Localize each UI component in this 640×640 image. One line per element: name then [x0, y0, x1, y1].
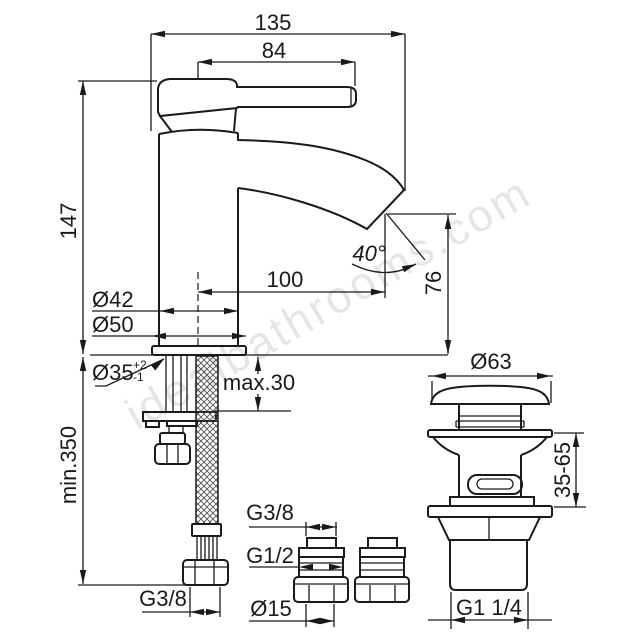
dim-hose-min-length: min.350: [56, 426, 81, 504]
dim-body-diameter: Ø42: [92, 287, 134, 312]
dim-hole-tol-plus: +2: [133, 358, 147, 372]
waste-thread-body: [449, 540, 528, 591]
dim-hole-diameter: Ø35: [92, 360, 134, 385]
faucet-front-view: [151, 78, 406, 356]
mounting-and-hose: [142, 355, 229, 586]
braided-hose: [195, 355, 219, 525]
base-plate: [151, 345, 247, 356]
pop-up-waste: [427, 384, 553, 591]
dimension-labels: 135 84 147 min.350 100 40° 76 Ø42 Ø50 Ø3…: [56, 10, 575, 621]
dim-hose-nut-thread: G3/8: [139, 586, 187, 611]
waste-upper-flange: [427, 429, 553, 438]
overflow-slot: [467, 474, 523, 495]
dim-fitting-top-thread: G3/8: [246, 500, 294, 525]
hose-nut: [182, 559, 229, 586]
dim-base-diameter: Ø50: [92, 312, 134, 337]
waste-cap: [429, 384, 551, 405]
mixer-head-and-lever: [157, 78, 357, 118]
dim-fitting-mid-thread: G1/2: [246, 543, 294, 568]
dim-body-height: 147: [56, 203, 81, 240]
dim-lever-length: 84: [262, 38, 286, 63]
dimension-arrows: [79, 30, 580, 625]
mounting-nut: [154, 443, 191, 465]
dim-waste-clamp-range: 35-65: [550, 442, 575, 498]
compression-fitting-right: [354, 537, 410, 603]
dim-spout-reach: 100: [267, 267, 304, 292]
dim-overall-projection: 135: [255, 10, 292, 35]
mounting-nut-collar: [159, 432, 186, 445]
spout: [237, 139, 406, 231]
waste-lower-flange: [427, 505, 553, 518]
dim-waste-cap-diameter: Ø63: [470, 349, 512, 374]
compression-fitting-left: [293, 537, 349, 603]
dim-deck-thickness: max.30: [223, 370, 295, 395]
dim-waste-outlet-thread: G1 1/4: [456, 595, 522, 620]
dim-spout-height: 76: [421, 271, 446, 295]
dim-hole-tol-minus: -1: [133, 370, 144, 384]
dim-fitting-pipe-diameter: Ø15: [250, 596, 292, 621]
dim-spout-angle: 40°: [352, 241, 385, 266]
hose-collar: [191, 523, 222, 537]
